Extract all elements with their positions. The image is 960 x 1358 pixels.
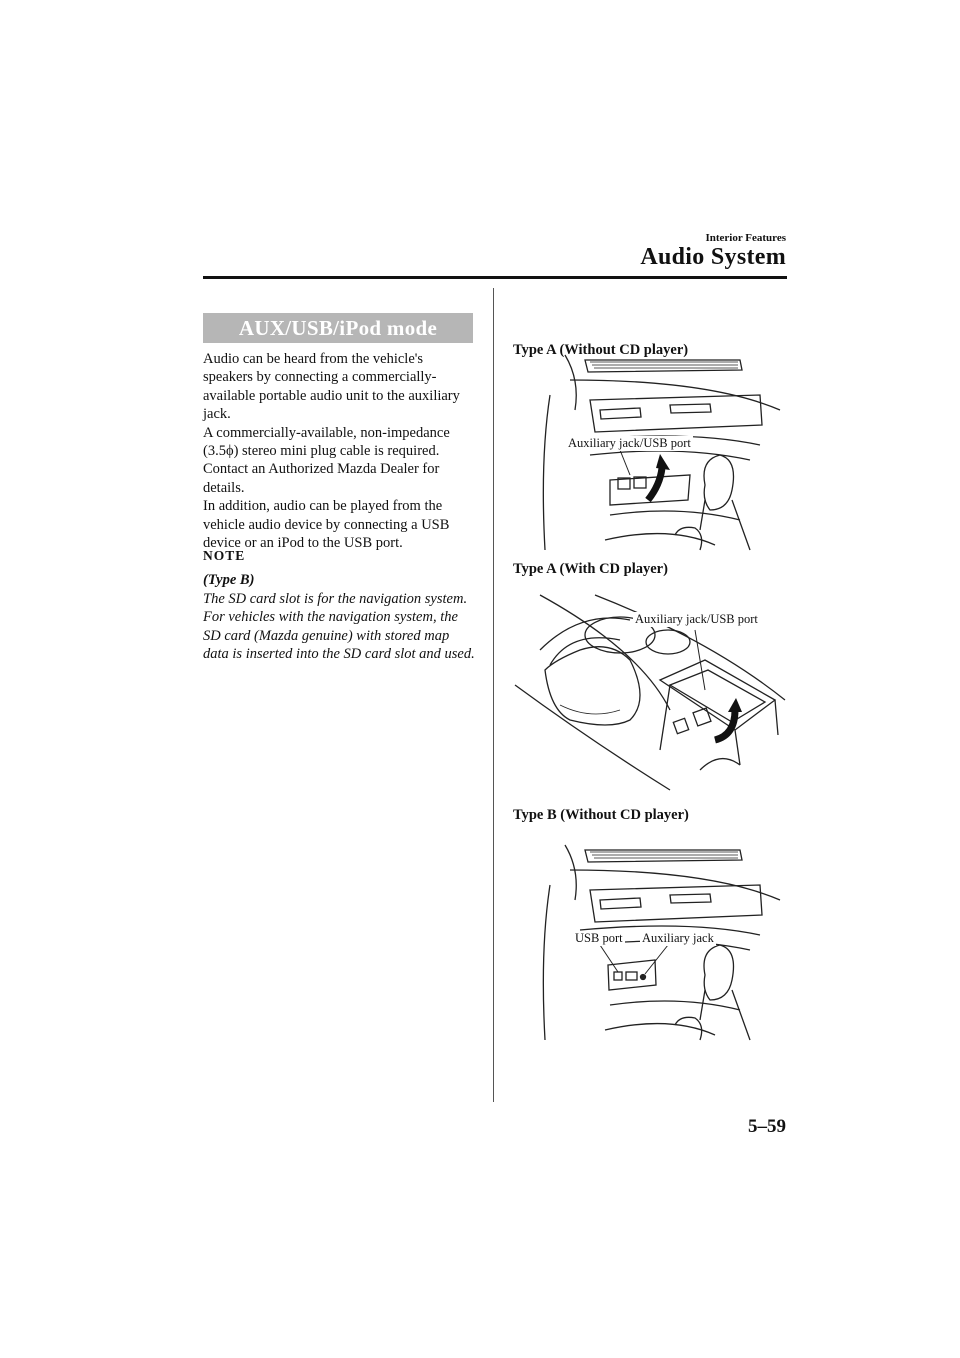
column-divider [493,288,494,1102]
figure-title: Type B (Without CD player) [513,807,689,823]
figure-label: Auxiliary jack/USB port [566,436,693,451]
figure-label: Auxiliary jack/USB port [633,612,760,627]
figure-type-a-without-cd [510,350,790,560]
console-illustration [542,354,781,551]
section-name: Interior Features [705,232,786,244]
note-label: NOTE [203,548,246,563]
page-title: Audio System [640,244,786,270]
note-text: The SD card slot is for the navigation s… [203,591,475,663]
body-paragraph: In addition, audio can be played from th… [203,498,450,552]
body-paragraph: Audio can be heard from the vehicle's sp… [203,351,460,423]
mode-heading: AUX/USB/iPod mode [203,313,473,343]
figure-title: Type A (With CD player) [513,561,668,577]
body-text: Audio can be heard from the vehicle's sp… [203,350,473,552]
figure-type-a-with-cd [510,590,790,800]
figure-title: Type A (Without CD player) [513,342,689,358]
body-paragraph: A commercially-available, non-impedance … [203,424,450,460]
body-paragraph: Contact an Authorized Mazda Dealer for d… [203,461,440,496]
page-number: 5–59 [748,1116,786,1137]
note-type: (Type B) [203,572,255,588]
header-rule [203,276,787,279]
figure-label: Auxiliary jack [640,931,716,946]
console-illustration [514,594,786,791]
figure-label: USB port [573,931,625,946]
